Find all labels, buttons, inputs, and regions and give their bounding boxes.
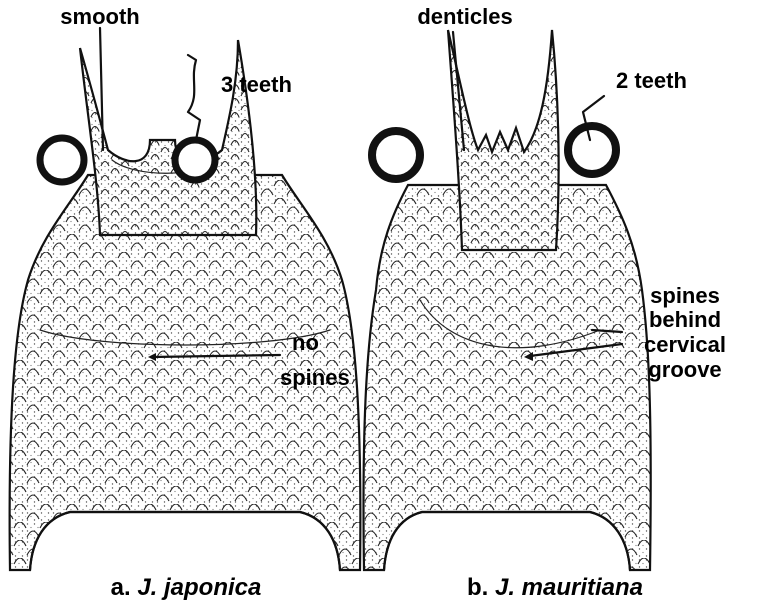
label-no: no [292,330,319,355]
bracket-3-teeth [188,55,200,140]
caption-a: a. J. japonica [111,574,262,601]
caption-b-name: J. mauritiana [495,574,643,601]
eye-right-mauritiana [568,126,616,174]
caption-b-prefix: b. [467,574,495,601]
label-denticles: denticles [417,4,512,29]
label-spines-behind-2: behind [649,307,721,332]
label-smooth: smooth [60,4,139,29]
rostrum-mauritiana [448,30,559,250]
specimen-mauritiana [364,30,651,570]
label-spines-behind-1: spines [650,283,720,308]
label-3-teeth: 3 teeth [221,72,292,97]
specimen-japonica [10,40,361,570]
posterior-margin-mauritiana [384,512,630,570]
caption-a-name: J. japonica [137,574,261,601]
caption-a-prefix: a. [111,574,138,601]
posterior-margin-japonica [30,512,340,570]
eye-left-mauritiana [372,131,420,179]
label-spines-behind-3: cervical [644,332,726,357]
caption-b: b. J. mauritiana [467,574,643,601]
label-spines: spines [280,365,350,390]
eye-left-japonica [40,138,84,182]
rostrum-japonica [80,40,256,235]
label-2-teeth: 2 teeth [616,68,687,93]
label-spines-behind-4: groove [648,357,721,382]
eye-right-japonica [175,140,215,180]
